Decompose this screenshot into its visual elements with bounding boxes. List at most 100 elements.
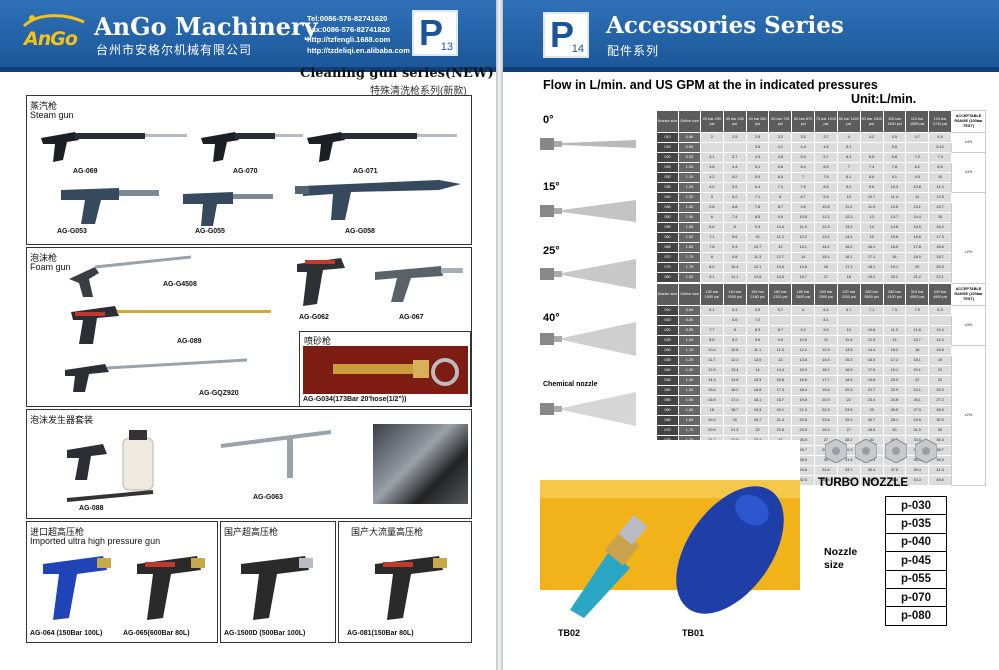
flow-cell: 9.2 — [836, 182, 861, 193]
flow-cell: 22 — [905, 375, 930, 386]
hex-nozzle-2-icon — [855, 439, 877, 463]
orifice-cell: 0.95 — [678, 152, 701, 163]
label-ag067: AG-067 — [399, 314, 424, 321]
orifice-cell: 1.75 — [678, 262, 701, 273]
flow-cell: 11.7 — [700, 355, 724, 366]
domestic-gun-title-cn: 国产超高压枪 — [224, 527, 279, 537]
flow-cell: 6.1 — [836, 152, 861, 163]
flow-cell: 27.3 — [928, 395, 952, 406]
column-header: 130 bar 1900 psi — [700, 283, 724, 306]
gun-agg058-image — [295, 180, 461, 220]
flow-cell: 12.9 — [814, 345, 838, 356]
flow-cell: 19.4 — [814, 385, 838, 396]
nozzle-size-cell: 070 — [656, 252, 679, 263]
flow-cell: 14.3 — [700, 375, 724, 386]
flow-cell: 13 — [768, 355, 793, 366]
right-page: P 14 Accessories Series 配件系列 Flow in L/m… — [503, 0, 999, 670]
label-ag081: AG-081(150Bar 80L) — [347, 630, 414, 637]
flow-cell: 16.2 — [928, 222, 952, 233]
flow-cell: 5 — [700, 192, 724, 203]
flow-cell: 11.3 — [882, 325, 907, 336]
table-row: p-035 — [885, 514, 947, 534]
series-title-cn: 配件系列 — [607, 44, 660, 58]
flow-cell: 15.3 — [745, 375, 770, 386]
acceptable-range-cell: ±2% — [951, 345, 986, 486]
column-header: 340 bar 4900 psi — [928, 283, 952, 306]
orifice-cell: 1.65 — [678, 415, 701, 426]
nozzle-size-cell: 035 — [656, 182, 679, 193]
domestic-gun-box: 国产超高压枪 AG-1500D (500Bar 100L) — [220, 521, 336, 643]
nozzle-size-table: p-030 p-035 p-040 p-045 p-055 p-070 p-08… — [885, 495, 947, 626]
nozzle-size-cell: 020 — [656, 325, 679, 336]
flow-cell: 13.2 — [814, 232, 838, 243]
flow-cell: 8 — [700, 252, 724, 263]
nozzle-size-cell: 025 — [656, 335, 679, 346]
flow-cell: 12.4 — [928, 325, 952, 336]
contact-url-alibaba[interactable]: http://tzdeliqi.en.alibaba.com — [307, 45, 410, 55]
acceptable-range-cell: ±3% — [951, 152, 986, 193]
orifice-cell: 1.15 — [678, 345, 701, 356]
nozzle-size-cell: 055 — [656, 395, 679, 406]
label-agg062: AG-G062 — [299, 314, 329, 321]
orifice-cell: 0.66 — [678, 132, 701, 143]
flow-cell: 10.6 — [859, 325, 884, 336]
flow-cell: 11.3 — [791, 222, 816, 233]
contact-url-1688[interactable]: http://tzfengli.1688.com — [307, 35, 391, 44]
flow-cell: 18.1 — [745, 395, 770, 406]
flow-cell: 16.8 — [745, 385, 770, 396]
flow-cell — [700, 315, 724, 326]
flow-cell — [859, 315, 884, 326]
column-header: ACCEPTABLE RANGE (100bar TEST) — [951, 283, 986, 306]
label-agg058: AG-G058 — [345, 228, 375, 235]
flow-cell: 7.5 — [882, 305, 907, 316]
orifice-cell: 1.25 — [678, 182, 701, 193]
bigflow-gun-title-cn: 国产大流量高压枪 — [351, 527, 424, 537]
flow-cell: 4.2 — [859, 132, 884, 143]
page-number: 13 — [440, 41, 453, 53]
flow-cell: 21.3 — [791, 405, 816, 416]
orifice-cell: 1.40 — [678, 375, 701, 386]
flow-cell: 7.7 — [700, 325, 724, 336]
flow-cell: 6.7 — [836, 305, 861, 316]
flow-cell: 9.2 — [791, 325, 816, 336]
flow-cell: 9.3 — [745, 222, 770, 233]
column-header: 80 bar 1160 psi — [836, 110, 861, 133]
flow-cell: 17.8 — [905, 242, 930, 253]
orifice-cell: 1.40 — [678, 202, 701, 213]
orifice-cell: 1.55 — [678, 395, 701, 406]
flow-cell: 5.1 — [836, 142, 861, 153]
flow-cell: 30.9 — [928, 415, 952, 426]
column-header: 90 bar 1305 psi — [859, 110, 884, 133]
gun-agg4508-image — [69, 255, 192, 297]
flow-cell: 41.3 — [928, 465, 952, 476]
flow-cell: 14.2 — [814, 242, 838, 253]
flow-cell: 5.1 — [700, 305, 724, 316]
flow-cell: 9.6 — [814, 325, 838, 336]
flow-cell: 15.6 — [700, 385, 724, 396]
flow-cell: 27 — [836, 425, 861, 436]
nozzle-size-cell: 010 — [656, 305, 679, 316]
gun-ag069-image — [41, 132, 187, 162]
flow-cell: 20.9 — [882, 375, 907, 386]
logo-text: AnGo — [24, 28, 78, 50]
orifice-cell: 1.05 — [678, 162, 701, 173]
orifice-cell: 1.70 — [678, 425, 701, 436]
orifice-cell: 0.95 — [678, 325, 701, 336]
flow-cell: 18.1 — [859, 262, 884, 273]
flow-cell: 15.2 — [882, 345, 907, 356]
hex-nozzle-3-icon — [885, 439, 907, 463]
label-agg053: AG-G053 — [57, 228, 87, 235]
orifice-cell: 1.05 — [678, 335, 701, 346]
flow-cell: 26.7 — [859, 415, 884, 426]
flow-cell: 9.5 — [905, 172, 930, 183]
flow-cell: 16.9 — [882, 242, 907, 253]
nozzle-size-cell: 065 — [656, 415, 679, 426]
flow-cell — [905, 142, 930, 153]
flow-cell — [905, 315, 930, 326]
